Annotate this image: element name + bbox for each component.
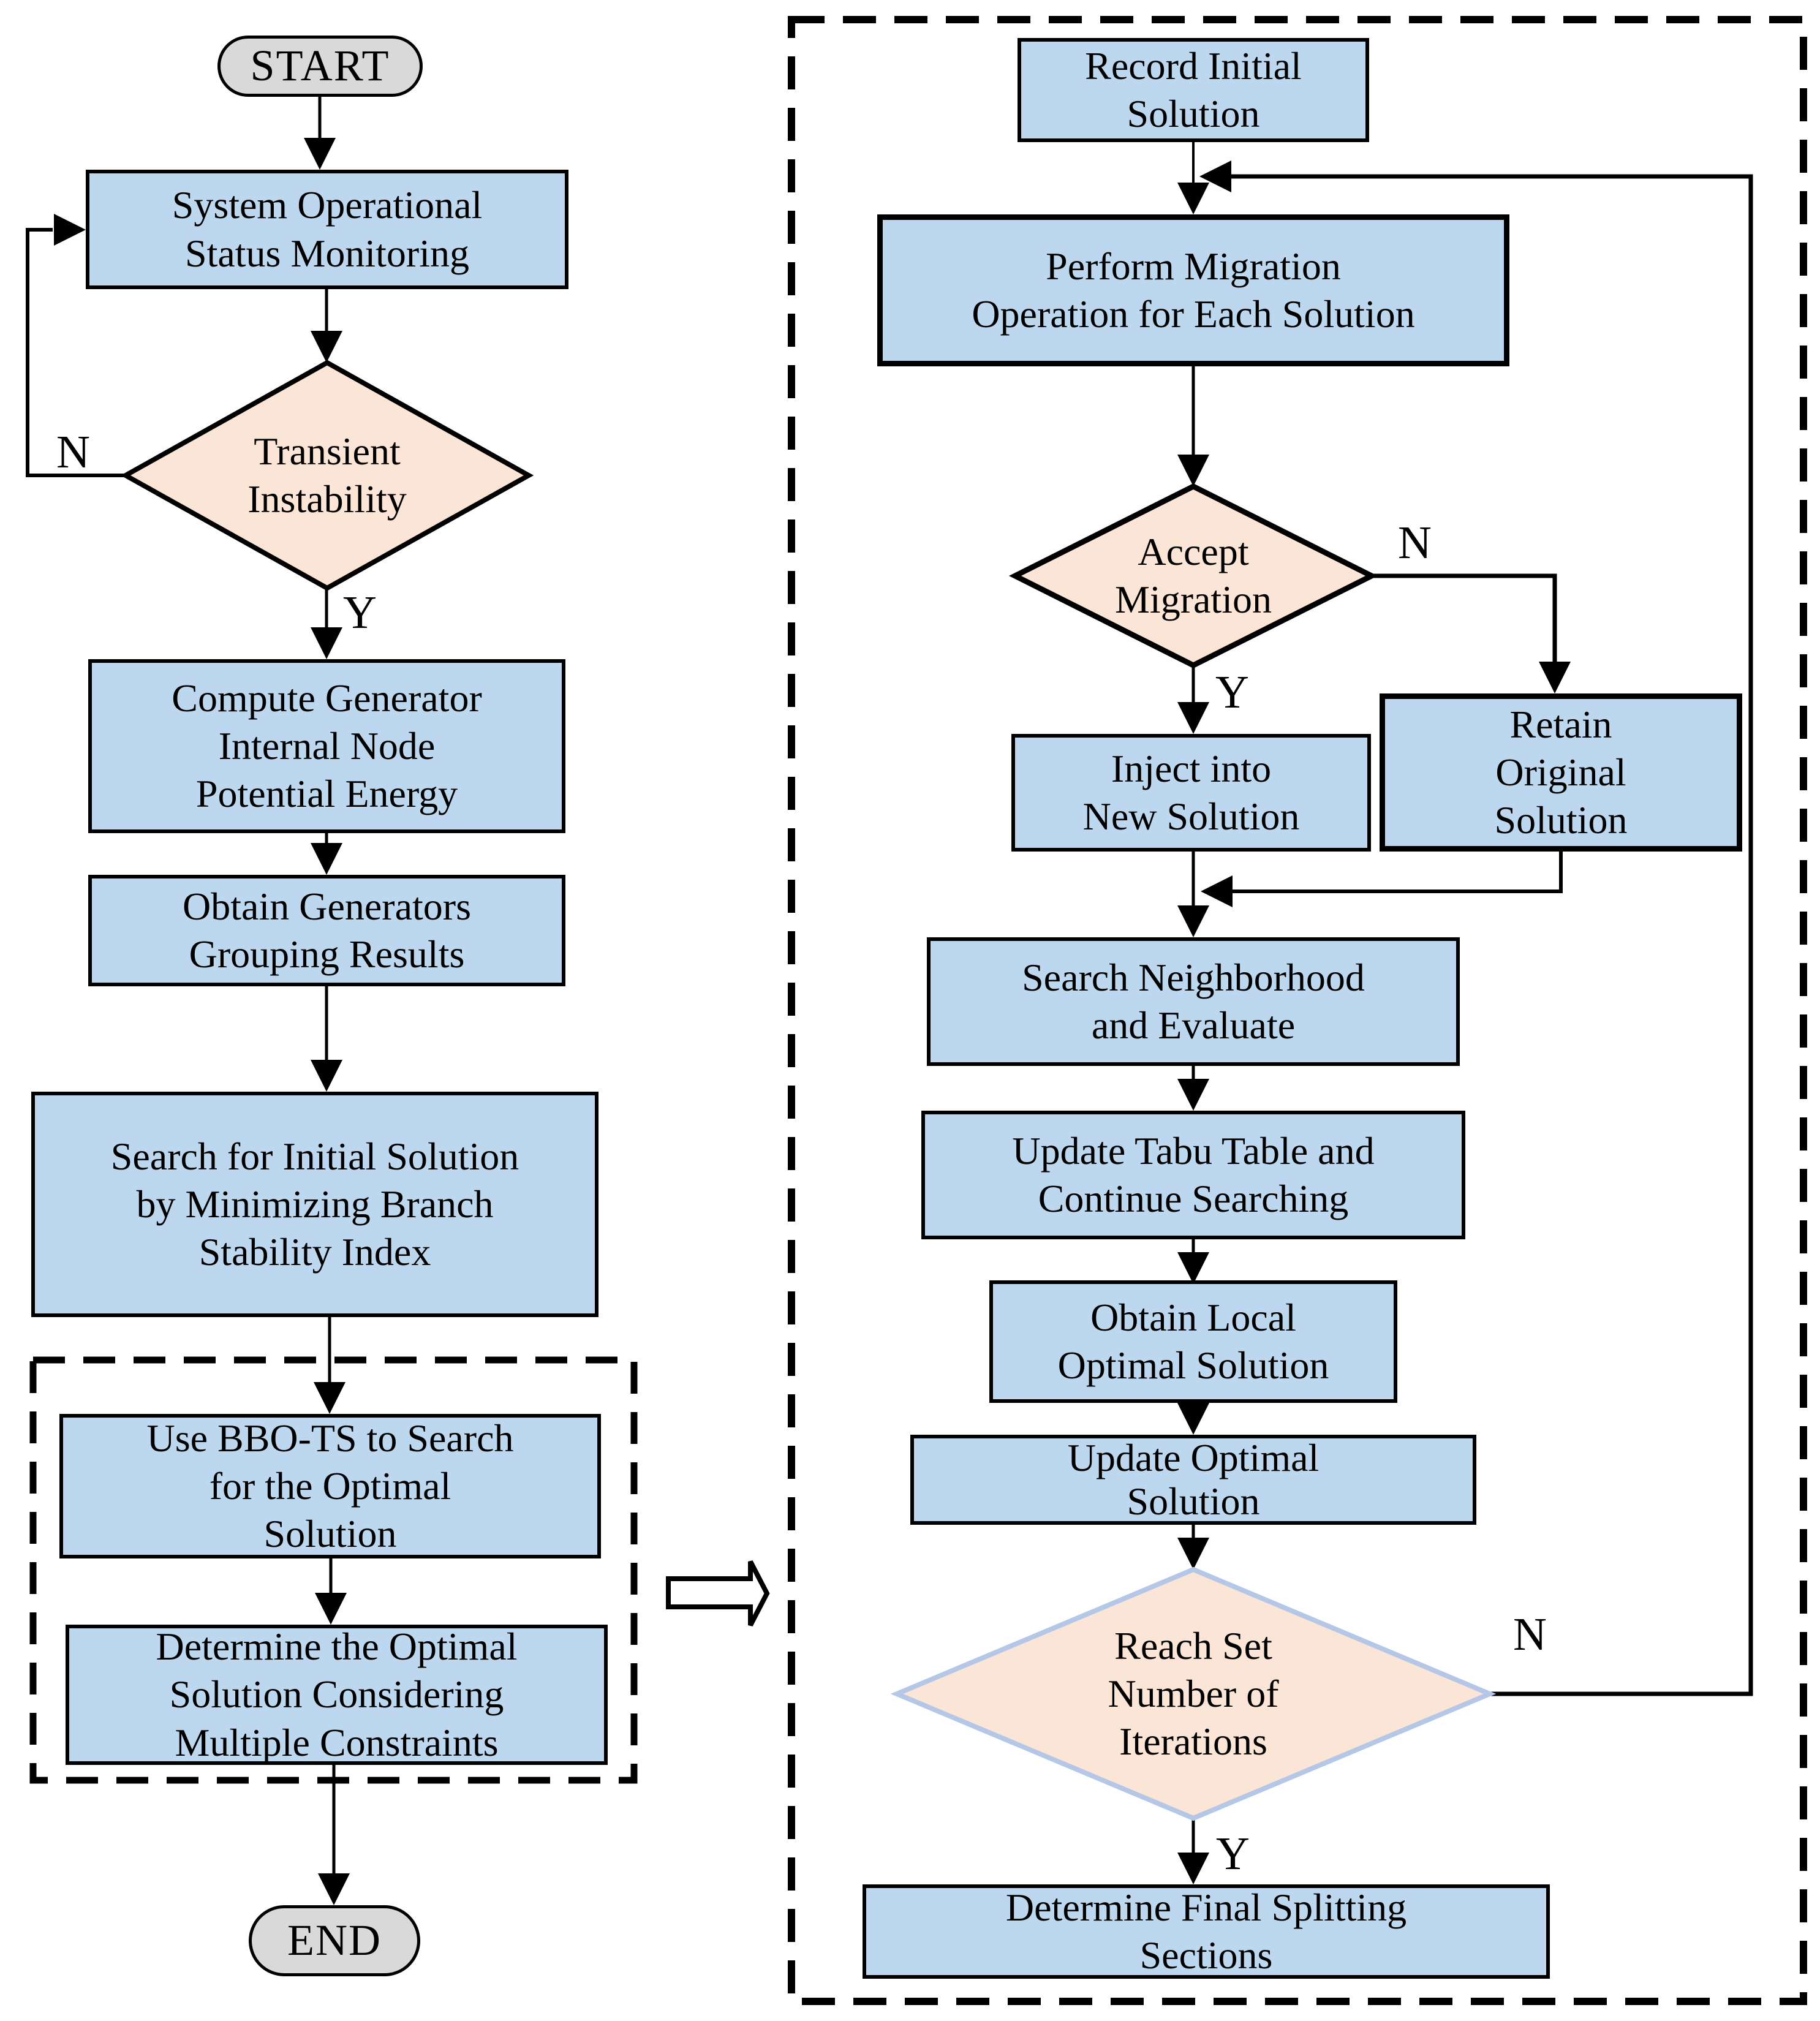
arrowhead-monitor-to-transient	[311, 331, 342, 363]
arrowhead-record-to-perform	[1177, 183, 1209, 214]
arrowhead-obtain-local-to-update-optimal	[1177, 1403, 1209, 1435]
arrowhead-retain-merge	[1201, 875, 1233, 907]
bbo-ts-search-process: Use BBO-TS to Search for the Optimal Sol…	[59, 1414, 601, 1558]
determine-final-splitting-process: Determine Final Splitting Sections	[863, 1884, 1550, 1979]
transient-yes-label: Y	[343, 587, 377, 638]
initial-solution-search-process: Search for Initial Solution by Minimizin…	[31, 1092, 598, 1317]
accept-no-label: N	[1398, 517, 1432, 569]
update-optimal-solution-process: Update Optimal Solution	[910, 1435, 1476, 1525]
accept-migration-decision-shape	[1008, 483, 1378, 669]
arrowhead-transient-yes-to-compute	[311, 627, 342, 659]
arrowhead-update-tabu-to-obtain-local	[1177, 1252, 1209, 1284]
reach-iterations-decision-label: Reach Set Number of Iterations	[1108, 1623, 1279, 1764]
end-terminal: END	[249, 1905, 420, 1976]
arrowhead-iterations-yes-to-determine-final	[1177, 1853, 1209, 1884]
transient-instability-decision-shape	[120, 360, 534, 591]
arrowhead-accept-no-to-retain	[1539, 662, 1571, 693]
block-arrow-icon	[666, 1560, 770, 1626]
edge-iterations-no-loopback	[1231, 174, 1753, 1696]
retain-original-solution-process: Retain Original Solution	[1380, 693, 1742, 852]
arrowhead-inject-to-search-neighborhood	[1177, 905, 1209, 937]
iterations-yes-label: Y	[1216, 1828, 1250, 1879]
obtain-local-optimal-process: Obtain Local Optimal Solution	[989, 1280, 1397, 1403]
perform-migration-process: Perform Migration Operation for Each Sol…	[877, 214, 1509, 366]
search-neighborhood-process: Search Neighborhood and Evaluate	[927, 937, 1460, 1066]
arrowhead-accept-yes-to-inject	[1177, 702, 1209, 734]
update-tabu-table-process: Update Tabu Table and Continue Searching	[921, 1111, 1465, 1239]
accept-yes-label: Y	[1215, 667, 1249, 718]
transient-instability-decision-label: Transient Instability	[247, 429, 407, 521]
arrowhead-compute-to-grouping	[311, 843, 342, 875]
arrowhead-initial-solution-to-bbo-ts	[314, 1382, 345, 1414]
iterations-no-label: N	[1513, 1609, 1547, 1660]
start-terminal: START	[217, 36, 423, 97]
accept-migration-decision-label: Accept Migration	[1115, 529, 1272, 621]
inject-new-solution-process: Inject into New Solution	[1011, 734, 1371, 852]
record-initial-solution-process: Record Initial Solution	[1018, 38, 1369, 142]
bbo-ts-detail-dashed-boundary	[788, 16, 1807, 2005]
arrowhead-perform-to-accept	[1177, 455, 1209, 486]
arrowhead-start-to-monitor	[304, 138, 336, 170]
arrowhead-transient-no-loop	[54, 214, 86, 246]
arrowhead-bbo-ts-to-determine-optimal	[315, 1593, 347, 1625]
edge-transient-no-loop	[26, 228, 126, 477]
arrowhead-update-optimal-to-iterations	[1177, 1538, 1209, 1570]
generators-grouping-process: Obtain Generators Grouping Results	[88, 875, 565, 986]
arrowhead-search-to-update-tabu	[1177, 1079, 1209, 1111]
arrowhead-grouping-to-initial-solution	[311, 1060, 342, 1092]
arrowhead-determine-optimal-to-end	[318, 1873, 350, 1905]
arrowhead-iterations-no-loopback	[1199, 161, 1231, 192]
transient-no-label: N	[56, 426, 90, 478]
determine-optimal-solution-process: Determine the Optimal Solution Consideri…	[66, 1625, 608, 1765]
edge-retain-merge	[1233, 852, 1563, 893]
system-monitoring-process: System Operational Status Monitoring	[86, 170, 568, 289]
reach-iterations-decision-shape	[890, 1566, 1497, 1821]
edge-accept-no-to-retain	[1372, 573, 1557, 662]
compute-potential-energy-process: Compute Generator Internal Node Potentia…	[88, 659, 565, 833]
